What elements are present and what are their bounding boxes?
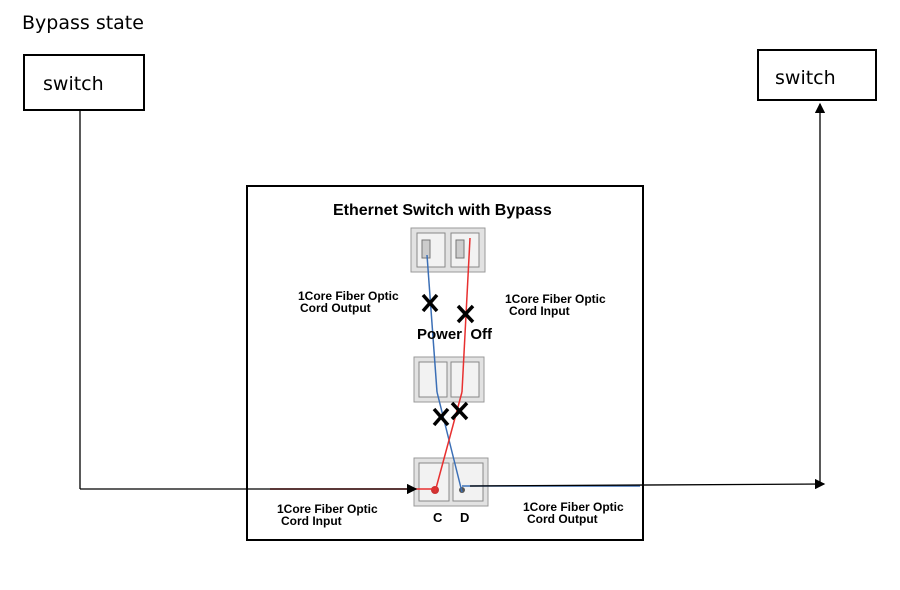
bypass-device-panel [246, 185, 644, 541]
blue-fiber-cross [436, 391, 463, 493]
blue-fiber-top [426, 254, 438, 393]
x-mark-mid-left [432, 407, 450, 427]
right-switch-label: switch [775, 67, 836, 89]
port-d-label: D [460, 510, 470, 525]
left-switch-label: switch [43, 73, 104, 95]
x-mark-top-right [456, 304, 475, 324]
x-mark-top-left [421, 293, 439, 313]
left-switch-box: switch [23, 54, 145, 111]
bottom-connector [413, 457, 489, 507]
right-switch-box: switch [757, 49, 877, 101]
device-title: Ethernet Switch with Bypass [333, 202, 552, 219]
output-arrow [469, 478, 826, 490]
x-mark-mid-right [450, 401, 469, 421]
top-connector [410, 227, 486, 273]
port-c-label: C [433, 510, 443, 525]
power-off-label: Power Off [417, 326, 493, 343]
diagram-title: Bypass state [22, 12, 144, 34]
middle-connector [413, 356, 485, 403]
